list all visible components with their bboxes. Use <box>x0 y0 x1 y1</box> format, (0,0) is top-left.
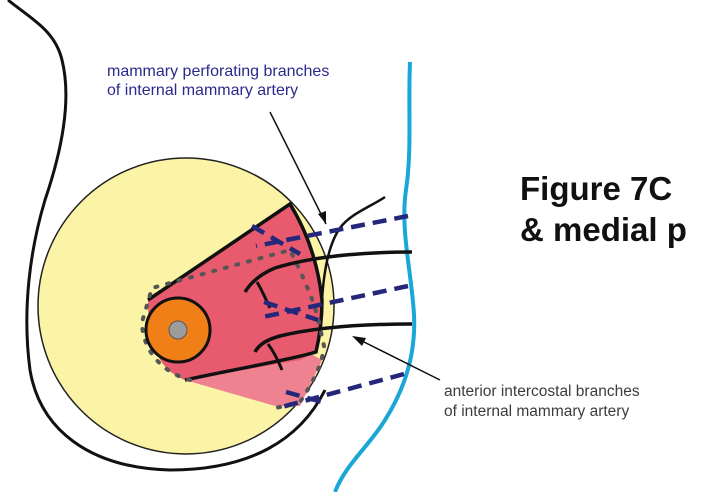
figure-title-line1: Figure 7C <box>520 169 672 208</box>
pointer-bottom-arrowhead <box>352 336 366 346</box>
nipple <box>169 321 187 339</box>
midline-sternum <box>335 62 414 492</box>
figure-title-line2: & medial p <box>520 210 687 249</box>
bottom-label-line2: of internal mammary artery <box>444 402 629 421</box>
top-label-line1: mammary perforating branches <box>107 62 329 81</box>
pointer-top-arrowhead <box>318 211 326 224</box>
bottom-label-line1: anterior intercostal branches <box>444 382 640 401</box>
top-label-line2: of internal mammary artery <box>107 81 298 100</box>
